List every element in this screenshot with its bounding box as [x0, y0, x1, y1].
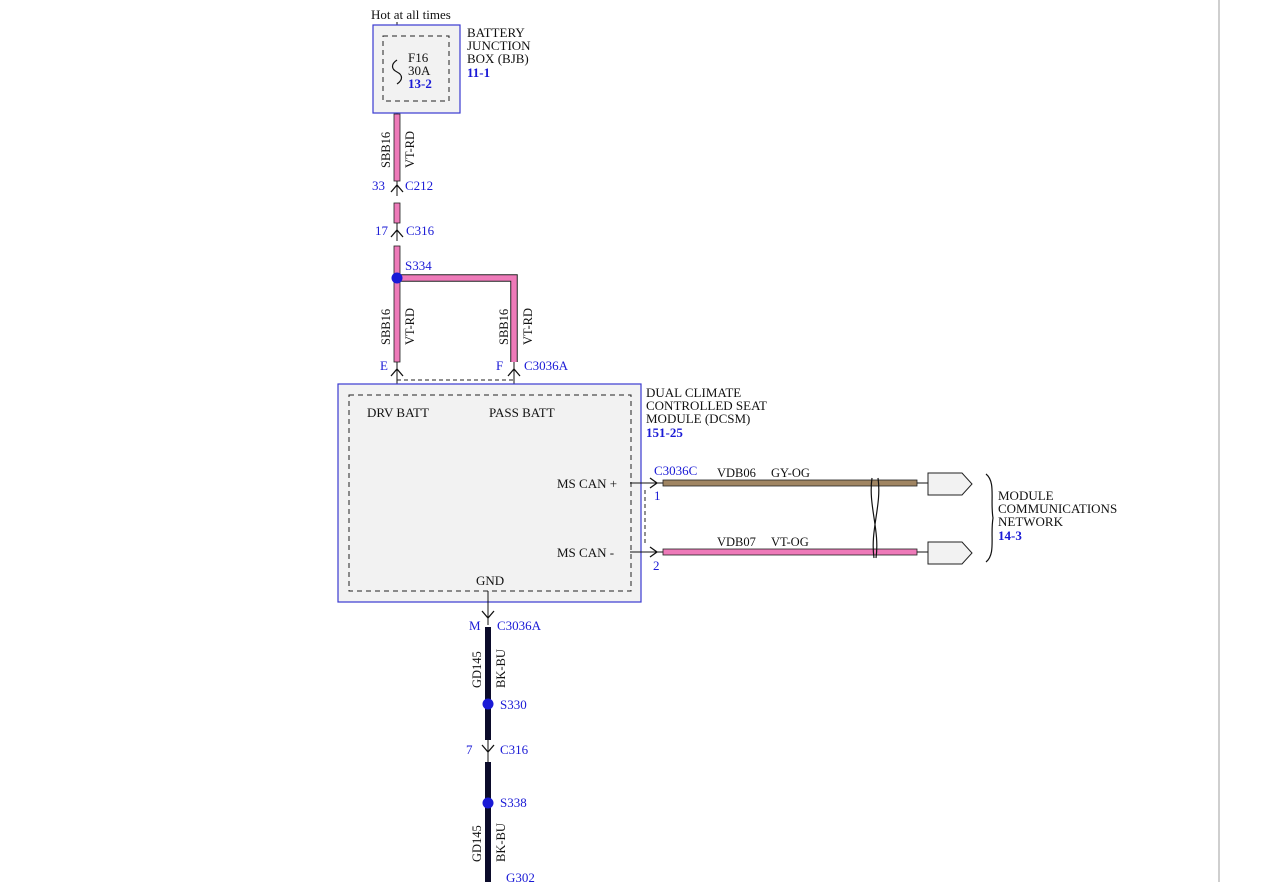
wire-can-plus-color: GY-OG	[771, 466, 810, 480]
wire-gnd-segment-1	[485, 627, 491, 740]
connector-c3036c-pin-minus: 2	[653, 558, 660, 573]
dcsm-inner-dashed	[348, 394, 632, 592]
network-arrow-minus-icon[interactable]	[927, 541, 973, 565]
connector-c316-bottom-pin: 7	[466, 742, 473, 757]
bjb-inner-dashed	[382, 35, 450, 102]
wire-top-color: VT-RD	[403, 131, 417, 168]
bjb-name-line2: JUNCTION	[467, 38, 531, 53]
wire-gnd-segment-2	[485, 762, 491, 882]
connector-pin-e-label: E	[380, 358, 388, 373]
network-name-line1: MODULE	[998, 488, 1054, 503]
wire-top-segment-2	[393, 202, 401, 224]
connector-c3036a-m-name[interactable]: C3036A	[497, 618, 542, 633]
fuse-ref[interactable]: 13-2	[408, 76, 432, 91]
wire-left-drop	[393, 279, 401, 363]
wire-top-circuit: SBB16	[379, 132, 393, 168]
wire-gnd-lower-circuit: GD145	[470, 825, 484, 862]
connector-c316-bottom-icon	[481, 744, 495, 753]
network-ref[interactable]: 14-3	[998, 528, 1022, 543]
connector-c212-name[interactable]: C212	[405, 178, 433, 193]
fuse-rating: 30A	[408, 63, 431, 78]
connector-c3036a-m-icon	[481, 610, 495, 619]
dcsm-pin-gnd: GND	[476, 573, 504, 588]
splice-s330-icon[interactable]	[482, 698, 494, 710]
network-arrow-plus-icon[interactable]	[927, 472, 973, 496]
splice-s330-label[interactable]: S330	[500, 697, 527, 712]
wire-right-drop-circuit: SBB16	[497, 309, 511, 345]
wire-top-segment-1	[393, 113, 401, 182]
ground-g302-label[interactable]: G302	[506, 870, 535, 882]
wire-left-drop-circuit: SBB16	[379, 309, 393, 345]
wire-can-plus-circuit: VDB06	[717, 466, 756, 480]
dcsm-ref[interactable]: 151-25	[646, 425, 683, 440]
dcsm-pin-pass-batt: PASS BATT	[489, 405, 555, 420]
bjb-ref[interactable]: 11-1	[467, 65, 490, 80]
dcsm-pin-ms-can-plus: MS CAN +	[557, 476, 617, 491]
dcsm-name-line1: DUAL CLIMATE	[646, 385, 741, 400]
wire-gnd-lower-color: BK-BU	[494, 823, 508, 862]
dcsm-name-line3: MODULE (DCSM)	[646, 411, 750, 426]
wire-can-minus-color: VT-OG	[771, 535, 809, 549]
connector-c3036c-name[interactable]: C3036C	[654, 463, 697, 478]
wire-gnd-upper-circuit: GD145	[470, 651, 484, 688]
connector-c316-top-name[interactable]: C316	[406, 223, 435, 238]
splice-s334-icon[interactable]	[391, 272, 403, 284]
connector-c3036a-m-pin: M	[469, 618, 481, 633]
connector-pin-f-label: F	[496, 358, 503, 373]
wire-can-minus	[662, 548, 918, 556]
twisted-pair-icon	[870, 477, 880, 559]
wire-right-drop-color: VT-RD	[521, 308, 535, 345]
connector-c3036c-pin-plus: 1	[654, 488, 661, 503]
dcsm-name-line2: CONTROLLED SEAT	[646, 398, 767, 413]
wire-left-drop-color: VT-RD	[403, 308, 417, 345]
dcsm-pin-drv-batt: DRV BATT	[367, 405, 429, 420]
splice-s334-label[interactable]: S334	[405, 258, 432, 273]
network-name-line2: COMMUNICATIONS	[998, 501, 1117, 516]
bjb-name-line1: BATTERY	[467, 25, 525, 40]
dcsm-pin-ms-can-minus: MS CAN -	[557, 545, 614, 560]
bjb-box	[372, 24, 461, 114]
connector-c316-bottom-name[interactable]: C316	[500, 742, 529, 757]
power-label: Hot at all times	[371, 7, 451, 22]
bjb-name-line3: BOX (BJB)	[467, 51, 529, 66]
network-bracket-icon	[985, 473, 994, 563]
connector-c212-pin: 33	[372, 178, 385, 193]
connector-c3036a-top-name[interactable]: C3036A	[524, 358, 569, 373]
connector-c316-top-pin: 17	[375, 223, 389, 238]
wire-branch-to-pass-fill	[397, 275, 517, 362]
dcsm-box	[337, 383, 642, 603]
splice-s338-label[interactable]: S338	[500, 795, 527, 810]
wire-gnd-upper-color: BK-BU	[494, 649, 508, 688]
fuse-symbol-icon	[391, 59, 403, 85]
network-name-line3: NETWORK	[998, 514, 1064, 529]
fuse-name: F16	[408, 50, 429, 65]
wire-can-minus-circuit: VDB07	[717, 535, 756, 549]
splice-s338-icon[interactable]	[482, 797, 494, 809]
